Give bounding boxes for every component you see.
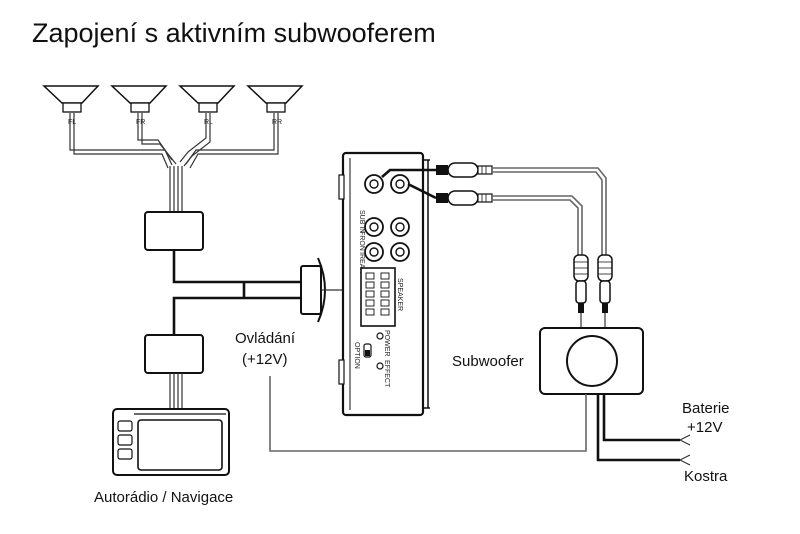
head-unit-button: [117, 420, 133, 432]
rca-sub-in-left: [364, 174, 384, 194]
subwoofer-label: Subwoofer: [452, 353, 524, 370]
rca-plug-sub-left: [573, 254, 589, 313]
head-unit-screen: [137, 419, 223, 471]
diagram-title: Zapojení s aktivním subwooferem: [32, 18, 436, 48]
rca-plug-top: [436, 162, 493, 178]
effect-knob: [376, 362, 384, 370]
battery-voltage-label: +12V: [687, 419, 722, 436]
rca-sub-in-right: [390, 174, 410, 194]
harness-wires: [169, 250, 302, 410]
speaker-terminal-label: SPEAKER: [396, 278, 403, 311]
sub-in-label: SUB IN: [358, 210, 365, 233]
speaker-rl: RL: [178, 85, 236, 126]
speaker-fl: FL: [42, 85, 100, 126]
head-unit: [112, 408, 230, 476]
effect-label: EFFECT: [383, 360, 390, 388]
subwoofer-cone: [566, 335, 618, 387]
rca-plug-sub-right: [597, 254, 613, 313]
speaker-rr-label: RR: [272, 119, 282, 126]
subwoofer: [539, 327, 644, 395]
front-label: FRONT: [358, 231, 365, 256]
option-label: OPTION: [353, 342, 360, 369]
subwoofer-power-wires: [269, 376, 691, 466]
rca-rear-left: [364, 242, 384, 262]
speaker-terminal-block: [360, 267, 396, 327]
speaker-fl-label: FL: [68, 119, 76, 126]
rear-label: REAR: [358, 254, 365, 273]
speaker-rl-label: RL: [204, 119, 213, 126]
speaker-fr-label: FR: [136, 119, 145, 126]
amplifier: SUB IN FRONT REAR SPEAKER POWER OPTION E…: [338, 151, 430, 417]
speaker-wires: [69, 113, 279, 212]
battery-label: Baterie: [682, 400, 730, 417]
rca-front-left: [364, 217, 384, 237]
head-unit-label: Autorádio / Navigace: [94, 489, 233, 506]
rca-cables: [381, 162, 613, 330]
speaker-fr: FR: [110, 85, 168, 126]
speaker-rr: RR: [246, 85, 304, 126]
rca-plug-bottom: [436, 190, 493, 206]
control-voltage-label: (+12V): [242, 351, 287, 368]
power-label: POWER: [383, 330, 390, 356]
upper-harness-connector: [144, 211, 204, 251]
rca-front-right: [390, 217, 410, 237]
lower-harness-connector: [144, 334, 204, 374]
rca-rear-right: [390, 242, 410, 262]
option-switch-knob: [365, 350, 370, 356]
head-unit-button: [117, 448, 133, 460]
control-label: Ovládání: [235, 330, 296, 347]
power-led: [376, 332, 384, 340]
ground-label: Kostra: [684, 468, 728, 485]
head-unit-button: [117, 434, 133, 446]
